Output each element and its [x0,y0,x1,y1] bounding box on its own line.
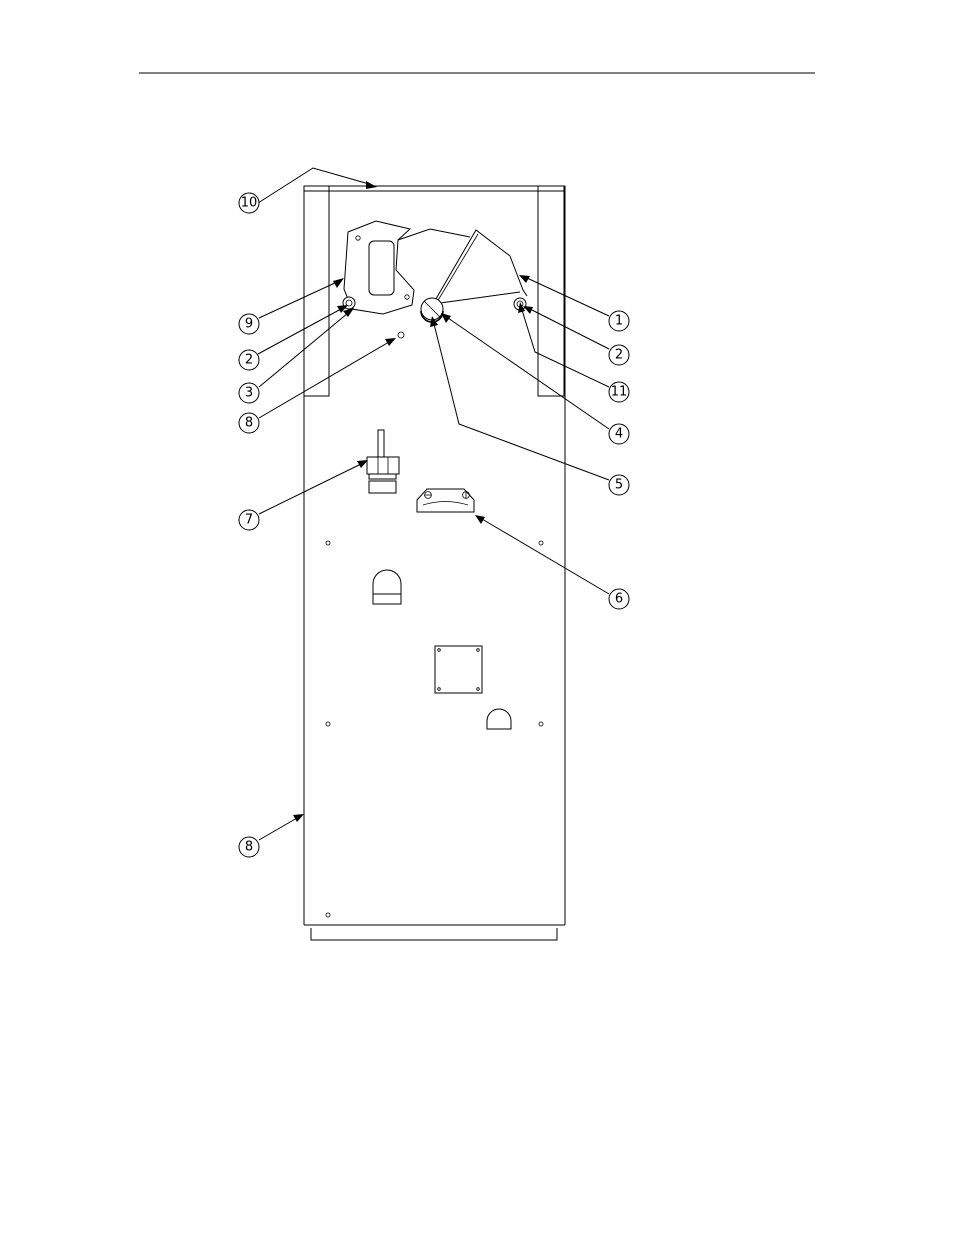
svg-text:4: 4 [615,427,623,442]
clamp-block [367,430,399,493]
access-plate [435,646,482,693]
svg-text:10: 10 [241,196,258,211]
callout-7: 7 [239,510,259,530]
svg-text:9: 9 [245,317,253,332]
svg-text:3: 3 [245,386,253,401]
callout-10: 10 [239,193,259,213]
callout-9: 9 [239,314,259,334]
right-side-bracket [538,186,564,396]
callout-8-lower: 8 [239,837,259,857]
callout-11: 11 [609,382,629,402]
callout-8-upper: 8 [239,413,259,433]
callout-1: 1 [609,311,629,331]
svg-text:6: 6 [615,592,623,607]
svg-text:2: 2 [615,348,623,363]
top-rail [304,186,565,191]
svg-text:5: 5 [615,478,623,493]
callout-5: 5 [609,475,629,495]
svg-text:8: 8 [245,840,253,855]
svg-text:1: 1 [615,314,623,329]
svg-text:11: 11 [611,385,628,400]
callout-4: 4 [609,424,629,444]
callout-3: 3 [239,383,259,403]
slotted-bracket [417,489,474,512]
callout-2-right: 2 [609,345,629,365]
base-plate [311,928,557,940]
svg-text:7: 7 [245,513,253,528]
small-hole [398,332,404,338]
upper-mechanism [343,221,527,338]
small-dome [487,709,511,729]
callout-2-left: 2 [239,350,259,370]
dome-fixture [373,570,401,604]
svg-text:8: 8 [245,416,253,431]
callout-6: 6 [609,589,629,609]
svg-text:2: 2 [245,353,253,368]
